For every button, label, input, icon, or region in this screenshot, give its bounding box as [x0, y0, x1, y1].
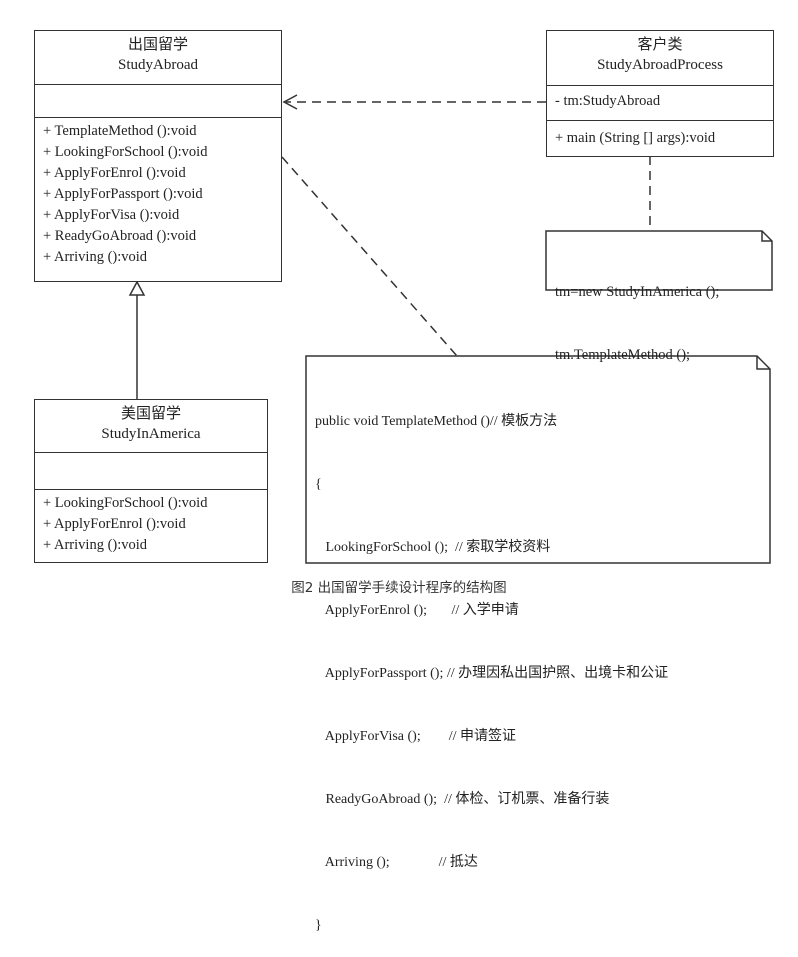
class-header: 客户类 StudyAbroadProcess: [547, 31, 773, 86]
note-line: ApplyForEnrol (); // 入学申请: [315, 603, 519, 618]
template-note-anchor: [281, 156, 458, 357]
operation: + ApplyForVisa ():void: [43, 207, 180, 223]
class-name-cn: 美国留学: [120, 406, 181, 422]
operation: + LookingForSchool ():void: [43, 495, 208, 511]
note-line: ApplyForVisa (); // 申请签证: [315, 729, 516, 744]
note-line: public void TemplateMethod ()// 模板方法: [315, 414, 558, 429]
operation: + ApplyForEnrol ():void: [43, 165, 186, 181]
operations-section: + main (String [] args):void: [547, 121, 773, 149]
attributes-section: [35, 453, 267, 490]
note-line: Arriving (); // 抵达: [315, 855, 478, 870]
class-header: 出国留学 StudyAbroad: [35, 31, 281, 85]
attributes-section: - tm:StudyAbroad: [547, 86, 773, 121]
class-study-abroad: 出国留学 StudyAbroad + TemplateMethod ():voi…: [34, 30, 282, 282]
attribute: - tm:StudyAbroad: [555, 93, 661, 109]
class-name-en: StudyAbroadProcess: [597, 57, 723, 73]
class-header: 美国留学 StudyInAmerica: [35, 400, 267, 453]
class-client: 客户类 StudyAbroadProcess - tm:StudyAbroad …: [546, 30, 774, 157]
class-name-en: StudyAbroad: [118, 57, 198, 73]
note-line: {: [315, 477, 322, 492]
note-line: }: [315, 918, 322, 933]
operation: + Arriving ():void: [43, 249, 148, 265]
operations-section: + TemplateMethod ():void + LookingForSch…: [35, 118, 281, 268]
note-line: ReadyGoAbroad (); // 体检、订机票、准备行装: [315, 792, 610, 807]
class-name-cn: 客户类: [637, 37, 683, 53]
operation: + Arriving ():void: [43, 537, 148, 553]
note-line: tm=new StudyInAmerica ();: [555, 284, 720, 300]
operations-section: + LookingForSchool ():void + ApplyForEnr…: [35, 490, 267, 556]
class-name-cn: 出国留学: [127, 37, 188, 53]
figure-caption: 图2 出国留学手续设计程序的结构图: [291, 580, 507, 596]
template-method-note: public void TemplateMethod ()// 模板方法 { L…: [315, 369, 668, 957]
note-line: tm.TemplateMethod ();: [555, 347, 691, 363]
class-name-en: StudyInAmerica: [101, 426, 201, 442]
client-note: tm=new StudyInAmerica (); tm.TemplateMet…: [555, 240, 719, 387]
connector-layer: [128, 94, 773, 564]
attributes-section: [35, 85, 281, 118]
note-line: LookingForSchool (); // 索取学校资料: [315, 540, 551, 555]
client-note-shape: [545, 230, 773, 291]
operation: + ApplyForEnrol ():void: [43, 516, 186, 532]
operation: + LookingForSchool ():void: [43, 144, 208, 160]
class-study-in-america: 美国留学 StudyInAmerica + LookingForSchool (…: [34, 399, 268, 563]
dependency-arrowhead: [282, 94, 298, 110]
generalization-arrowhead: [128, 280, 146, 296]
note-line: ApplyForPassport (); // 办理因私出国护照、出境卡和公证: [315, 666, 669, 681]
operation: + ReadyGoAbroad ():void: [43, 228, 197, 244]
operation: + ApplyForPassport ():void: [43, 186, 203, 202]
operation: + main (String [] args):void: [555, 130, 716, 146]
template-note-shape: [305, 355, 771, 564]
operation: + TemplateMethod ():void: [43, 123, 197, 139]
